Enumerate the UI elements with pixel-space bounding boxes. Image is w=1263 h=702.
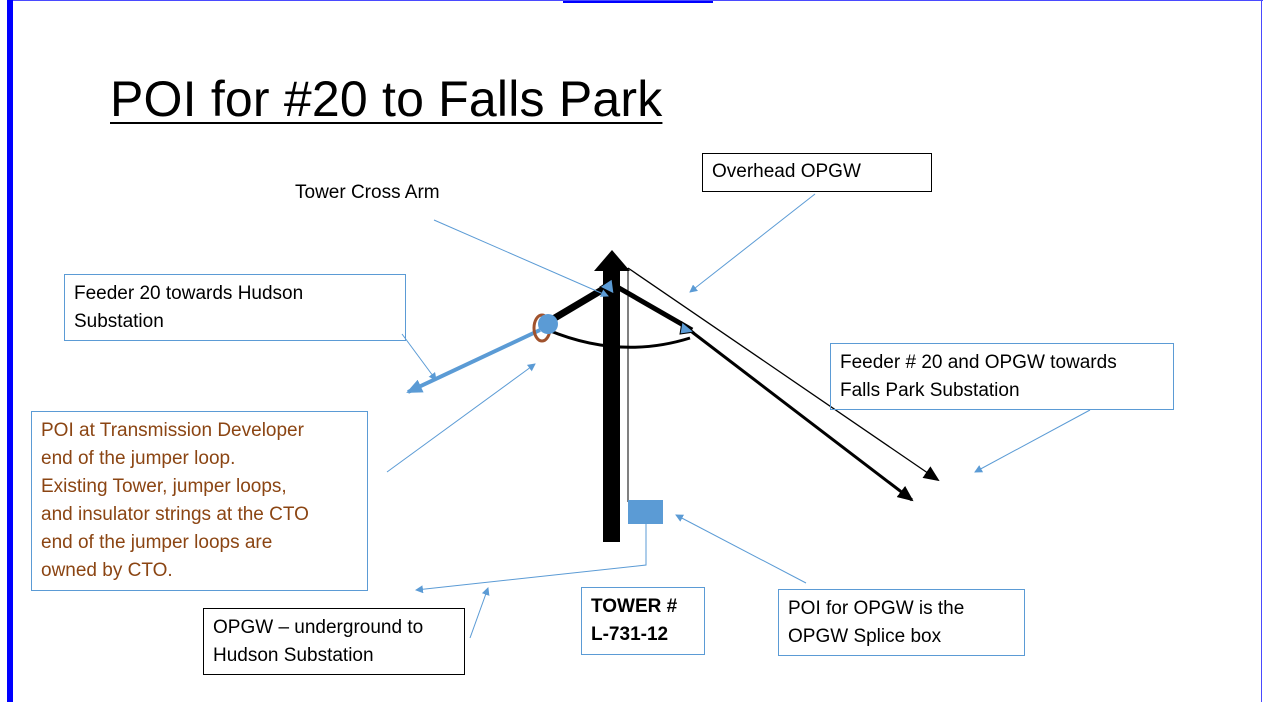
poi-developer-box: POI at Transmission Developer end of the… — [31, 411, 368, 591]
feeder-hudson-label-line2: Substation — [74, 311, 164, 332]
poi-developer-line: end of the jumper loops are — [41, 532, 273, 553]
feeder-hudson-box: Feeder 20 towards Hudson Substation — [64, 274, 406, 341]
poi-developer-line: end of the jumper loop. — [41, 448, 236, 469]
slide-right-border — [1261, 0, 1262, 702]
callout-arrow-cross-arm — [433, 219, 609, 297]
poi-developer-line: POI at Transmission Developer — [41, 420, 304, 441]
feeder-falls-label-line1: Feeder # 20 and OPGW towards — [840, 352, 1117, 373]
feeder-falls-label-line2: Falls Park Substation — [840, 380, 1020, 401]
poi-connection-point — [538, 314, 558, 334]
tower-number-label-line2: L-731-12 — [591, 624, 669, 645]
callout-arrow-poi-developer — [386, 363, 536, 473]
jumper-loop — [547, 328, 691, 349]
opgw-underground-line — [415, 524, 647, 594]
opgw-underground-label-line2: Hudson Substation — [213, 645, 374, 666]
overhead-opgw-line — [627, 267, 940, 482]
feeder-hudson-label-line1: Feeder 20 towards Hudson — [74, 283, 304, 304]
feeder-falls-park-line — [691, 330, 914, 502]
poi-developer-line: Existing Tower, jumper loops, — [41, 476, 287, 497]
tower-number-label-line1: TOWER # — [591, 596, 678, 617]
top-accent-bar — [563, 0, 713, 3]
callout-arrow-poi-opgw — [675, 514, 807, 584]
tower-number-box: TOWER # L-731-12 — [581, 587, 705, 655]
callout-arrow-opgw-underground — [469, 587, 490, 639]
tower-pole — [594, 250, 630, 542]
tower-cross-arm-label: Tower Cross Arm — [295, 182, 440, 203]
opgw-underground-label-line1: OPGW – underground to — [213, 617, 424, 638]
poi-opgw-label-line1: POI for OPGW is the — [788, 598, 965, 619]
poi-opgw-box: POI for OPGW is the OPGW Splice box — [778, 589, 1025, 656]
feeder-falls-park-box: Feeder # 20 and OPGW towards Falls Park … — [830, 343, 1174, 410]
slide-title: POI for #20 to Falls Park — [110, 71, 663, 127]
feeder-hudson-line — [406, 328, 541, 394]
callout-arrow-overhead-opgw — [689, 193, 816, 293]
poi-developer-line: and insulator strings at the CTO — [41, 504, 309, 525]
callout-arrow-feeder-falls — [974, 409, 1091, 473]
poi-opgw-label-line2: OPGW Splice box — [788, 626, 942, 647]
callout-arrow-feeder-hudson — [401, 333, 437, 381]
poi-developer-line: owned by CTO. — [41, 560, 173, 581]
opgw-splice-box — [628, 500, 663, 524]
slide-top-border — [13, 0, 1263, 1]
overhead-opgw-label: Overhead OPGW — [712, 161, 861, 182]
tower-cross-arm — [546, 278, 696, 335]
overhead-opgw-box: Overhead OPGW — [702, 153, 932, 192]
left-accent-bar — [7, 0, 13, 702]
opgw-underground-box: OPGW – underground to Hudson Substation — [203, 608, 465, 675]
